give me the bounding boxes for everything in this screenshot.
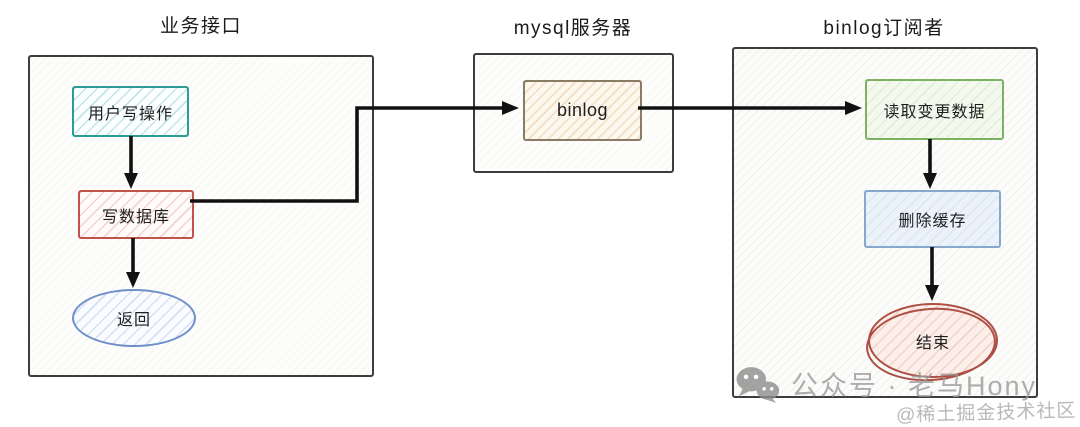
node-user-write-operation: 用户写操作: [72, 86, 189, 137]
node-delete-cache: 删除缓存: [864, 190, 1001, 248]
node-end: 结束: [868, 303, 998, 378]
node-read-changed-data: 读取变更数据: [865, 79, 1004, 140]
wechat-icon: [736, 366, 780, 403]
group-title-binlog-subscriber: binlog订阅者: [823, 18, 945, 39]
group-title-business-api: 业务接口: [159, 16, 242, 37]
watermark: 公众号 · 老马Hony: [733, 364, 1037, 403]
watermark-community-text: @稀土掘金技术社区: [895, 400, 1077, 427]
node-binlog: binlog: [523, 80, 642, 141]
watermark-text: 公众号 · 老马Hony: [791, 371, 1038, 401]
node-return: 返回: [72, 289, 196, 347]
group-title-mysql-server: mysql服务器: [513, 18, 633, 39]
node-write-database: 写数据库: [78, 190, 194, 239]
